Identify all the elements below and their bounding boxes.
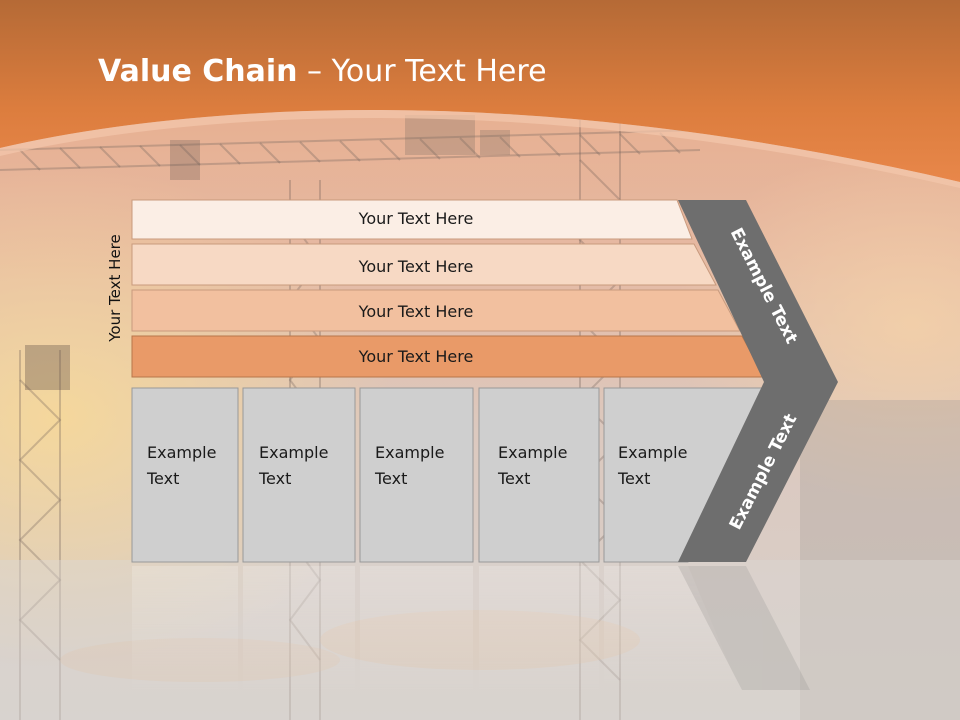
column-label-1: Example Text — [147, 440, 216, 492]
title-rest: – Your Text Here — [297, 54, 547, 89]
column-label-5-line2: Text — [618, 469, 651, 488]
column-label-2: Example Text — [259, 440, 328, 492]
column-label-4-line1: Example — [498, 443, 568, 462]
column-label-2-line2: Text — [259, 469, 292, 488]
column-label-1-line1: Example — [147, 443, 217, 462]
column-label-1-line2: Text — [147, 469, 180, 488]
column-label-3-line1: Example — [375, 443, 445, 462]
column-label-3-line2: Text — [375, 469, 408, 488]
column-label-2-line1: Example — [259, 443, 329, 462]
slide-title: Value Chain – Your Text Here — [98, 54, 547, 89]
column-label-5-line1: Example — [618, 443, 688, 462]
column-label-5: Example Text — [618, 440, 687, 492]
side-label: Your Text Here — [106, 234, 124, 342]
column-label-4: Example Text — [498, 440, 567, 492]
column-label-3: Example Text — [375, 440, 444, 492]
row-label-4: Your Text Here — [358, 347, 474, 366]
row-label-1: Your Text Here — [358, 209, 474, 228]
row-label-2: Your Text Here — [358, 257, 474, 276]
column-label-4-line2: Text — [498, 469, 531, 488]
title-bold: Value Chain — [98, 54, 298, 89]
row-label-3: Your Text Here — [358, 302, 474, 321]
